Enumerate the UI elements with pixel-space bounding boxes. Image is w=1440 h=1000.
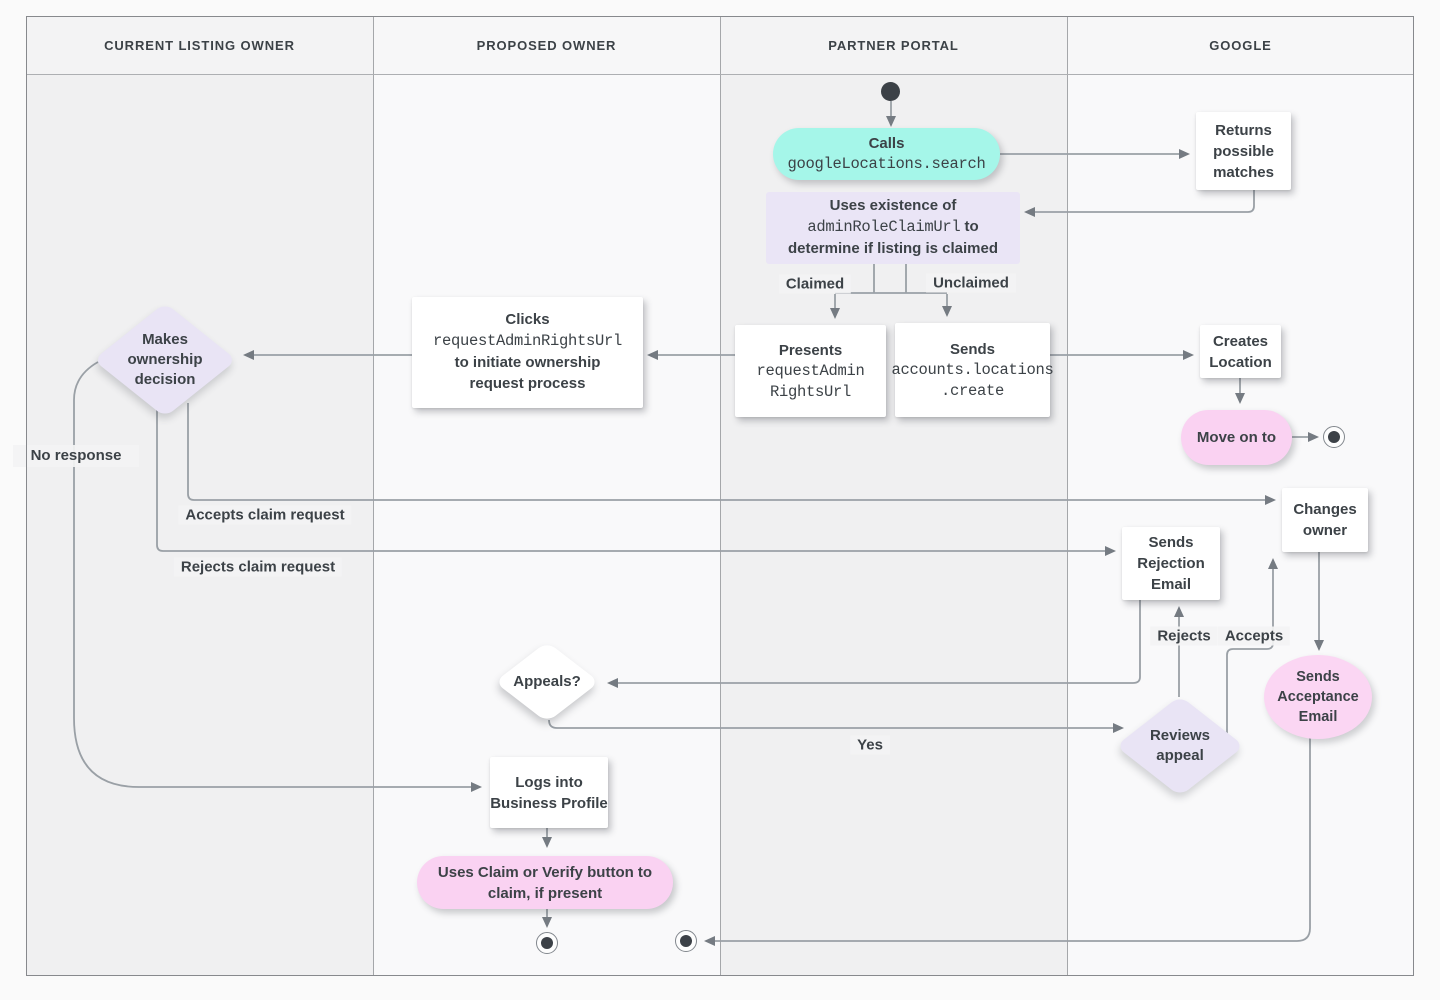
node-text-post: to initiate ownership request process	[454, 354, 601, 392]
node-text-pre: Clicks	[505, 311, 550, 328]
uses-existence-node: Uses existence of adminRoleClaimUrl to d…	[766, 192, 1020, 264]
edge-label-accepts: Accepts	[1217, 626, 1291, 646]
reviews-appeal-diamond: Reviews appeal	[1115, 695, 1245, 797]
end-node-proposed-owner	[536, 932, 558, 954]
makes-ownership-decision-diamond: Makes ownership decision	[93, 302, 237, 417]
node-text: Creates Location	[1209, 332, 1272, 371]
end-node-google	[1323, 426, 1345, 448]
sends-acceptance-email-node: Sends Acceptance Email	[1264, 655, 1372, 739]
node-code: adminRoleClaimUrl	[807, 218, 961, 236]
node-code: googleLocations.search	[787, 155, 986, 173]
node-text: Returns possible matches	[1213, 121, 1274, 181]
edge-acceptance-to-end	[704, 738, 1311, 946]
move-on-to-node: Move on to	[1181, 410, 1292, 465]
edge-label-accepts-claim-request: Accepts claim request	[178, 505, 352, 525]
edge-returns-to-uses	[1024, 190, 1255, 217]
node-text: Reviews appeal	[1149, 727, 1211, 764]
lane-header-current-listing-owner: CURRENT LISTING OWNER	[26, 16, 373, 74]
logs-into-business-profile-node: Logs into Business Profile	[490, 757, 608, 828]
node-code: accounts.locations .create	[891, 360, 1054, 400]
node-code: requestAdminRightsUrl	[432, 332, 623, 350]
calls-google-locations-search-node: Calls googleLocations.search	[773, 128, 1000, 180]
returns-possible-matches-node: Returns possible matches	[1196, 112, 1291, 190]
node-text: Move on to	[1196, 429, 1277, 446]
header-divider	[26, 74, 1414, 75]
edge-label-rejects: Rejects	[1150, 626, 1218, 646]
node-text-pre: Uses existence of	[829, 197, 957, 214]
node-text: Changes owner	[1293, 501, 1357, 539]
edge-rejection-to-appeals	[607, 600, 1141, 688]
start-node	[881, 82, 900, 101]
end-node-partner-portal	[675, 930, 697, 952]
changes-owner-node: Changes owner	[1282, 488, 1368, 552]
end-node-dot	[680, 935, 692, 947]
lane-header-partner-portal: PARTNER PORTAL	[720, 16, 1067, 74]
edge-accepts-to-changes-owner	[187, 403, 1276, 505]
node-text: Logs into Business Profile	[490, 773, 608, 812]
lane-divider	[720, 16, 721, 976]
presents-request-admin-rights-url-node: Presents requestAdminRightsUrl	[735, 325, 886, 417]
lane-header-proposed-owner: PROPOSED OWNER	[373, 16, 720, 74]
lane-header-google: GOOGLE	[1067, 16, 1414, 74]
node-text: Uses Claim or Verify button to claim, if…	[437, 863, 653, 902]
node-code: requestAdminRightsUrl	[756, 361, 865, 401]
edge-label-unclaimed: Unclaimed	[926, 273, 1016, 293]
edge-appeals-yes-to-reviews	[548, 719, 1124, 733]
lane-divider	[373, 16, 374, 976]
edge-label-rejects-claim-request: Rejects claim request	[173, 557, 343, 577]
edge-label-claimed: Claimed	[778, 274, 852, 294]
appeals-decision-diamond: Appeals?	[494, 641, 600, 723]
node-title: Sends	[949, 340, 995, 358]
lane-current-listing-owner	[26, 74, 373, 976]
creates-location-node: Creates Location	[1200, 325, 1281, 378]
sends-accounts-locations-create-node: Sends accounts.locations .create	[891, 323, 1054, 417]
sends-rejection-email-node: Sends Rejection Email	[1122, 527, 1220, 600]
node-text: Makes ownership decision	[127, 330, 203, 388]
node-text: Sends Acceptance Email	[1277, 669, 1359, 725]
clicks-request-admin-rights-url-node: Clicks requestAdminRightsUrl to initiate…	[412, 297, 643, 408]
uses-claim-or-verify-node: Uses Claim or Verify button to claim, if…	[417, 856, 673, 909]
edge-label-no-response: No response	[13, 445, 139, 467]
end-node-dot	[541, 937, 553, 949]
node-title: Presents	[778, 341, 843, 359]
node-title: Calls	[868, 135, 905, 152]
edge-label-yes: Yes	[850, 735, 890, 755]
node-text: Appeals?	[513, 673, 581, 690]
edge-rejects-to-rejection-email	[156, 407, 1116, 556]
edge-no-response-to-logs-in	[73, 361, 482, 792]
node-text-post: to determine if listing is claimed	[787, 218, 999, 257]
end-node-dot	[1328, 431, 1340, 443]
node-text: Sends Rejection Email	[1137, 534, 1205, 593]
lane-divider	[1067, 16, 1068, 976]
